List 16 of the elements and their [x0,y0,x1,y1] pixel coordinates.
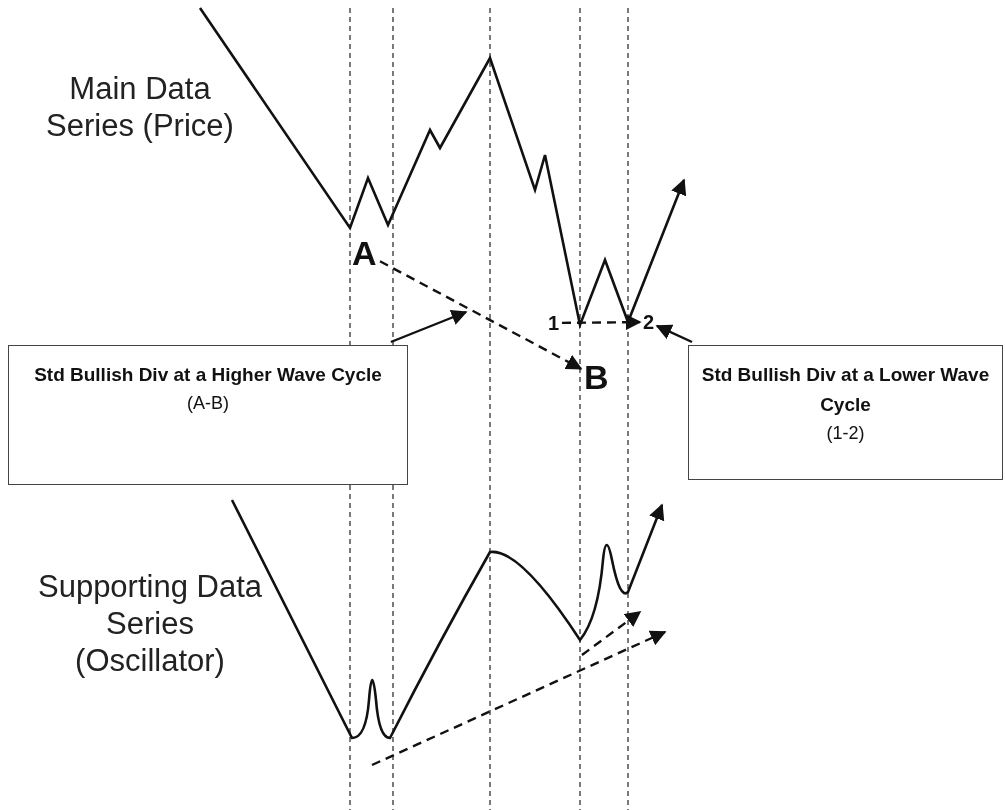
callout-box [8,345,408,485]
pointer-arrow [390,309,468,344]
point-letter: A [352,236,377,270]
callout-box [688,345,1003,480]
point-number: 1 [548,313,560,333]
series-label: Main Data Series (Price) [45,70,235,144]
divergence-arrow [379,260,583,370]
divergence-arrow [562,314,642,331]
callout-subtitle: (A-B) [186,392,230,415]
point-letter: B [584,360,609,394]
callout-subtitle: (1-2) [825,422,866,445]
series-label: Supporting Data Series (Oscillator) [36,568,263,679]
callout-title: Std Bullish Div at a Higher Wave Cycle [33,363,383,387]
point-number: 2 [643,312,655,332]
callout-title: Std Bullish Div at a Lower Wave Cycle [700,363,991,417]
divergence-arrow [655,324,693,344]
